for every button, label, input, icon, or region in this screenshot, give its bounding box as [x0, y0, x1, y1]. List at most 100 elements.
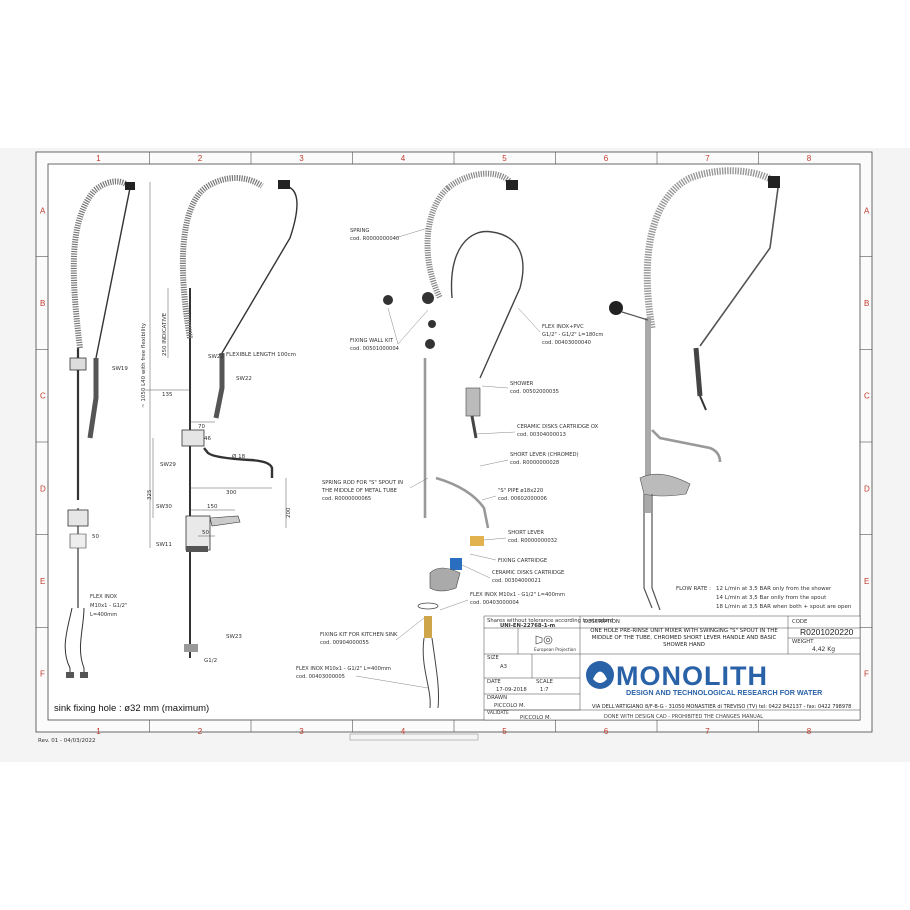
callout-cartridge-ox-title: CERAMIC DISKS CARTRIDGE OX — [517, 424, 599, 430]
grid-column-label: 7 — [705, 154, 710, 163]
grid-row-label: A — [864, 206, 870, 215]
flex-note-line2: M10x1 - G1/2" — [90, 603, 127, 609]
projection-symbol-icon — [535, 635, 553, 645]
dim-325: 325 — [147, 489, 153, 500]
callout-short-lever-code: cod. R0000000032 — [508, 538, 557, 544]
callout-ceramic-cartridge-code: cod. 00304000021 — [492, 578, 541, 584]
callout-wall-kit-code: cod. 00501000004 — [350, 346, 400, 352]
tb-description: ONE HOLE PRE-RINSE UNIT MIXER WITH SWING… — [590, 628, 778, 648]
callout-flex-pvc-code2: cod. 00403000040 — [542, 340, 591, 346]
flow-rate-label: FLOW RATE : — [676, 586, 711, 592]
callout-fixing-cartridge-title: FIXING CARTRIDGE — [498, 558, 547, 564]
tb-code: R0201020220 — [800, 627, 854, 637]
label-sw30: SW30 — [156, 504, 172, 510]
callout-wall-kit-title: FIXING WALL KIT — [350, 338, 394, 344]
callout-flex-pvc-title: FLEX INOX+PVC — [542, 324, 584, 330]
side-view — [64, 178, 135, 678]
exploded-view — [383, 170, 524, 709]
callout-short-lever-chromed-title: SHORT LEVER (CHROMED) — [510, 452, 579, 458]
grid-row-label: F — [40, 670, 45, 679]
callout-flex-pvc-code: G1/2" - G1/2" L=180cm — [542, 332, 603, 338]
grid-column-label: 4 — [401, 727, 406, 736]
tb-description-box: ONE HOLE PRE-RINSE UNIT MIXER WITH SWING… — [590, 628, 778, 648]
dim-200: 200 — [286, 507, 292, 518]
grid-row-label: B — [864, 299, 869, 308]
callout-spring-rod-code: cod. R0000000065 — [322, 496, 371, 502]
dim-50-left: 50 — [92, 534, 99, 540]
grid-row-label: C — [40, 392, 46, 401]
callout-short-lever-title: SHORT LEVER — [508, 530, 544, 536]
tb-weight-label: WEIGHT — [792, 639, 814, 645]
tb-drawn: PICCOLO M. — [494, 703, 526, 709]
callout-spring-code: cod. R0000000040 — [350, 236, 399, 242]
grid-column-label: 8 — [807, 727, 812, 736]
flow-rate-line1: 12 L/min at 3,5 BAR only from the shower — [716, 586, 832, 592]
callout-spring-rod-title: SPRING ROD FOR "S" SPOUT IN — [322, 480, 403, 486]
grid-column-label: 3 — [299, 727, 304, 736]
callout-flex-inox-a-title: FLEX INOX M10x1 - G1/2" L=400mm — [470, 592, 565, 598]
callout-short-lever-chromed-code: cod. R0000000028 — [510, 460, 559, 466]
label-sw22: SW22 — [236, 376, 252, 382]
callout-sink-kit-code: cod. 00904000055 — [320, 640, 369, 646]
grid-row-label: A — [40, 206, 46, 215]
tb-scale: 1:7 — [540, 687, 549, 693]
grid-column-label: 4 — [401, 154, 406, 163]
grid-column-label: 3 — [299, 154, 304, 163]
grid-row-label: E — [40, 577, 45, 586]
logo-tagline: DESIGN AND TECHNOLOGICAL RESEARCH FOR WA… — [626, 688, 823, 697]
revision-note: Rev. 01 - 04/03/2022 — [38, 738, 95, 744]
dim-70: 70 — [198, 424, 205, 430]
grid-column-label: 6 — [604, 154, 609, 163]
tb-date: 17-09-2018 — [496, 687, 527, 693]
label-sw19: SW19 — [112, 366, 128, 372]
grid-column-label: 8 — [807, 154, 812, 163]
dim-free-flexibility: ~ 1050 L40 with free flexibility — [141, 322, 147, 408]
callout-ceramic-cartridge-title: CERAMIC DISKS CARTRIDGE — [492, 570, 564, 576]
logo-wordmark: MONOLITH — [616, 661, 768, 691]
tb-standard: UNI-EN-22768-1-m — [500, 623, 556, 629]
scale-bar — [349, 733, 479, 741]
label-sw29: SW29 — [160, 462, 176, 468]
label-sw23: SW23 — [226, 634, 242, 640]
tb-drawn-label: DRAWN — [487, 695, 507, 701]
tb-code-label: CODE — [792, 619, 808, 625]
label-sw22-top: SW22 — [208, 354, 224, 360]
tb-validate-label: VALIDATE — [487, 710, 509, 716]
flow-rate-line2: 14 L/min at 3,5 Bar onlly from the spout — [716, 595, 827, 601]
leader-lines — [355, 227, 541, 689]
grid-ticks — [36, 152, 872, 732]
flow-rate-line3: 18 L/min at 3,5 BAR when both + spout ar… — [716, 604, 852, 610]
callout-spring-rod-line2: THE MIDDLE OF METAL TUBE — [321, 488, 397, 494]
tb-date-label: DATE — [487, 679, 501, 685]
flex-note-line1: FLEX INOX — [90, 594, 118, 600]
grid-column-label: 5 — [502, 154, 507, 163]
callout-spring-title: SPRING — [350, 228, 369, 234]
front-view — [179, 175, 298, 658]
grid-column-label: 2 — [198, 727, 203, 736]
tb-weight: 4,42 Kg — [812, 646, 835, 653]
callout-cartridge-ox-code: cod. 00304000013 — [517, 432, 566, 438]
title-block — [483, 615, 861, 721]
grid-row-label: B — [40, 299, 45, 308]
grid-column-label: 7 — [705, 727, 710, 736]
dim-50-front: 50 — [202, 530, 209, 536]
dim-135: 135 — [162, 392, 173, 398]
callouts: SPRING cod. R0000000040 FIXING WALL KIT … — [296, 228, 603, 680]
grid-column-label: 5 — [502, 727, 507, 736]
dimension-lines — [145, 182, 287, 548]
tb-size: A3 — [500, 664, 507, 670]
callout-s-pipe-title: "S" PIPE ø18x220 — [498, 488, 543, 494]
label-d18: Ø 18 — [232, 453, 246, 460]
label-flexible-length: FLEXIBLE LENGTH 100cm — [226, 352, 296, 358]
grid-row-label: F — [864, 670, 869, 679]
dim-46: 46 — [204, 436, 211, 442]
grid-row-label: D — [864, 484, 870, 493]
callout-sink-kit-title: FIXING KIT FOR KITCHEN SINK — [320, 632, 398, 638]
tb-validate: PICCOLO M. — [520, 715, 552, 721]
dim-150: 150 — [207, 504, 218, 510]
grid-column-label: 1 — [96, 154, 101, 163]
